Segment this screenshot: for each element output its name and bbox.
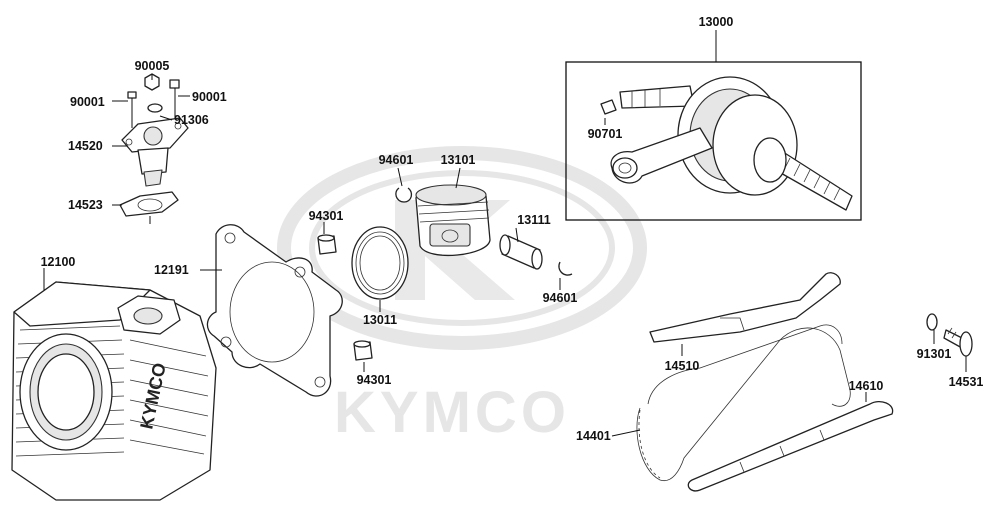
label-91301: 91301 — [917, 347, 952, 361]
crankshaft-assembly — [565, 61, 862, 221]
label-13011: 13011 — [363, 313, 397, 327]
label-14520: 14520 — [68, 139, 103, 153]
label-90001-right: 90001 — [192, 90, 227, 104]
label-94601-top: 94601 — [379, 153, 414, 167]
label-13101: 13101 — [441, 153, 476, 167]
label-94301-bottom: 94301 — [357, 373, 392, 387]
label-90001-left: 90001 — [70, 95, 105, 109]
guide-bolt — [926, 313, 973, 357]
cam-chain-tensioner — [119, 73, 189, 224]
watermark-inner-ring — [309, 170, 615, 326]
label-94601-right: 94601 — [543, 291, 578, 305]
label-14401: 14401 — [576, 429, 611, 443]
label-91306: 91306 — [174, 113, 209, 127]
cylinder-gasket — [206, 224, 343, 397]
label-14610: 14610 — [849, 379, 884, 393]
cam-chain-group — [636, 272, 894, 492]
leader-lines — [43, 30, 967, 437]
label-12191: 12191 — [154, 263, 189, 277]
label-90701: 90701 — [588, 127, 623, 141]
label-13000: 13000 — [699, 15, 734, 29]
label-14531: 14531 — [949, 375, 984, 389]
label-14523: 14523 — [68, 198, 103, 212]
label-13111: 13111 — [517, 213, 550, 227]
watermark-brand-text: KYMCO — [334, 380, 570, 445]
cylinder-block: KYMCO — [11, 281, 217, 501]
label-14510: 14510 — [665, 359, 700, 373]
watermark-outer-ring — [277, 146, 647, 350]
label-94301-top: 94301 — [309, 209, 344, 223]
piston-group — [317, 184, 573, 361]
part-labels: 13000 90005 90001 90001 91306 14520 1452… — [41, 15, 984, 443]
crankshaft-box — [565, 61, 862, 221]
label-12100: 12100 — [41, 255, 76, 269]
label-90005: 90005 — [135, 59, 170, 73]
